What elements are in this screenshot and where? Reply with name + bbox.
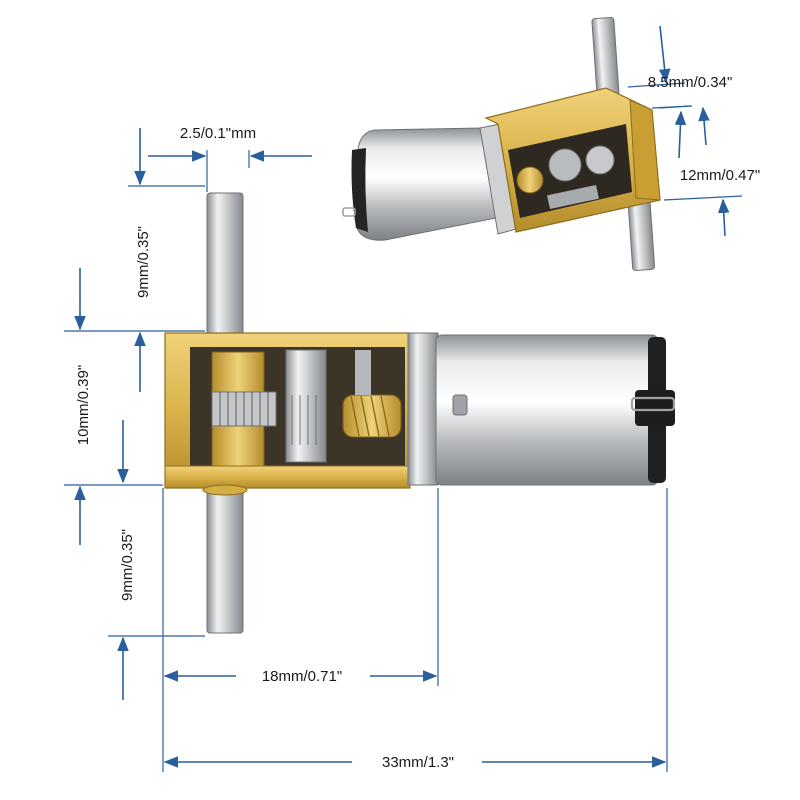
dim-gearbox-length: 18mm/0.71": [162, 488, 439, 772]
motor-can: [435, 334, 659, 486]
motor-inset-icon: [342, 17, 661, 271]
dim-inset-depth: 8.5mm/0.34": [627, 25, 733, 146]
dim-gearbox-height: 10mm/0.39": [64, 331, 163, 486]
dim-total-length: 33mm/1.3": [163, 488, 668, 772]
label-shaft-bottom-length: 9mm/0.35": [119, 529, 136, 601]
label-shaft-top-length: 9mm/0.35": [135, 226, 152, 298]
label-gearbox-length: 18mm/0.71": [262, 668, 342, 685]
dim-shaft-top-length: 9mm/0.35": [64, 128, 205, 332]
output-shaft-top: [206, 192, 244, 339]
output-shaft-bottom: [206, 482, 244, 634]
dim-shaft-bottom-length: 9mm/0.35": [74, 485, 205, 700]
dim-inset-width: 12mm/0.47": [659, 105, 760, 237]
label-total-length: 33mm/1.3": [382, 754, 454, 771]
label-inset-depth: 8.5mm/0.34": [648, 74, 733, 91]
motor-main-icon: [164, 192, 676, 634]
label-inset-width: 12mm/0.47": [680, 167, 760, 184]
label-shaft-diameter: 2.5/0.1"mm: [180, 125, 256, 142]
dim-shaft-diameter: 2.5/0.1"mm: [148, 125, 312, 192]
label-gearbox-height: 10mm/0.39": [75, 365, 92, 445]
motor-flange: [407, 332, 439, 486]
inset-motor-can: [355, 127, 497, 241]
